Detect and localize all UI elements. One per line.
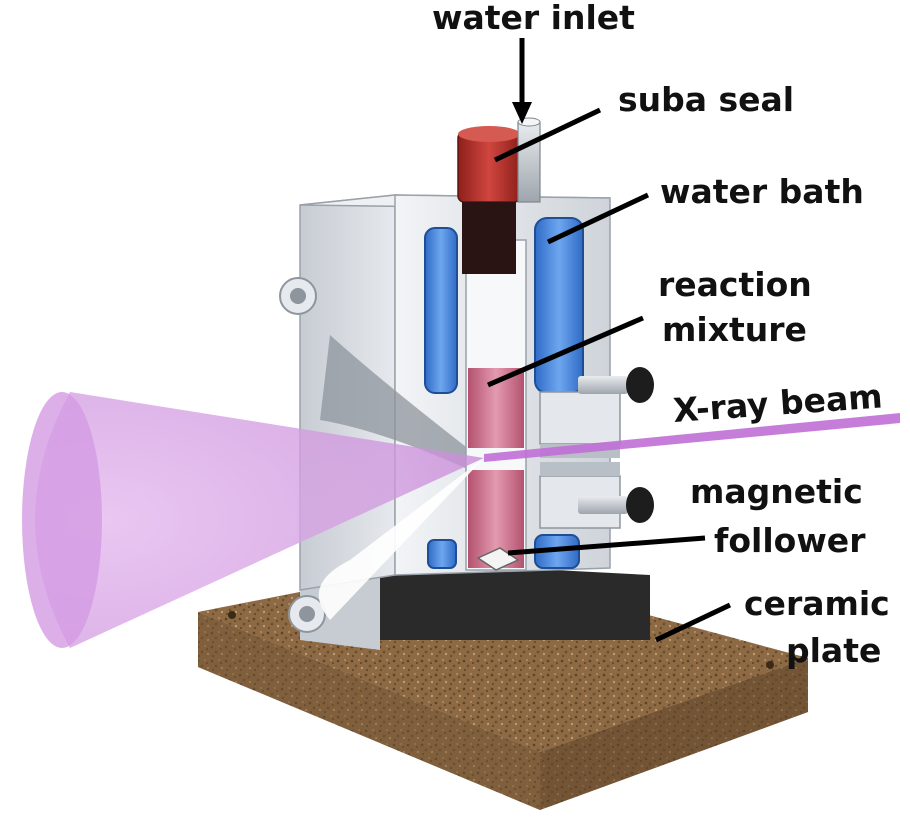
suba-seal — [457, 126, 521, 274]
clamp-blocks — [539, 391, 621, 529]
leader-lines — [487, 38, 732, 643]
labels: water inlet suba seal water bath reactio… — [432, 0, 890, 670]
ceramic-pointer — [654, 602, 732, 643]
reaction-pointer — [487, 315, 644, 388]
suba-seal-pointer — [493, 107, 602, 163]
right-bolts — [578, 367, 654, 523]
label-ceramic-line2: plate — [786, 631, 881, 670]
magnetic-follower — [476, 547, 520, 571]
label-water-bath: water bath — [660, 172, 864, 211]
label-ceramic-line1: ceramic — [744, 584, 890, 623]
xray-scatter-cone — [22, 392, 484, 648]
water-bath-pointer — [546, 192, 650, 245]
water-inlet-pipe — [517, 117, 541, 203]
label-suba-seal: suba seal — [618, 80, 794, 119]
magnetic-pointer — [507, 535, 706, 556]
xray-incoming-beam — [484, 413, 900, 462]
label-reaction-line1: reaction — [658, 265, 812, 304]
cell-base — [300, 560, 650, 650]
label-reaction-line2: mixture — [662, 310, 807, 349]
label-magnetic-line2: follower — [714, 521, 866, 560]
left-bolts — [279, 277, 326, 633]
label-magnetic-line1: magnetic — [690, 472, 863, 511]
label-water-inlet: water inlet — [432, 0, 635, 37]
window-recess — [320, 335, 470, 470]
